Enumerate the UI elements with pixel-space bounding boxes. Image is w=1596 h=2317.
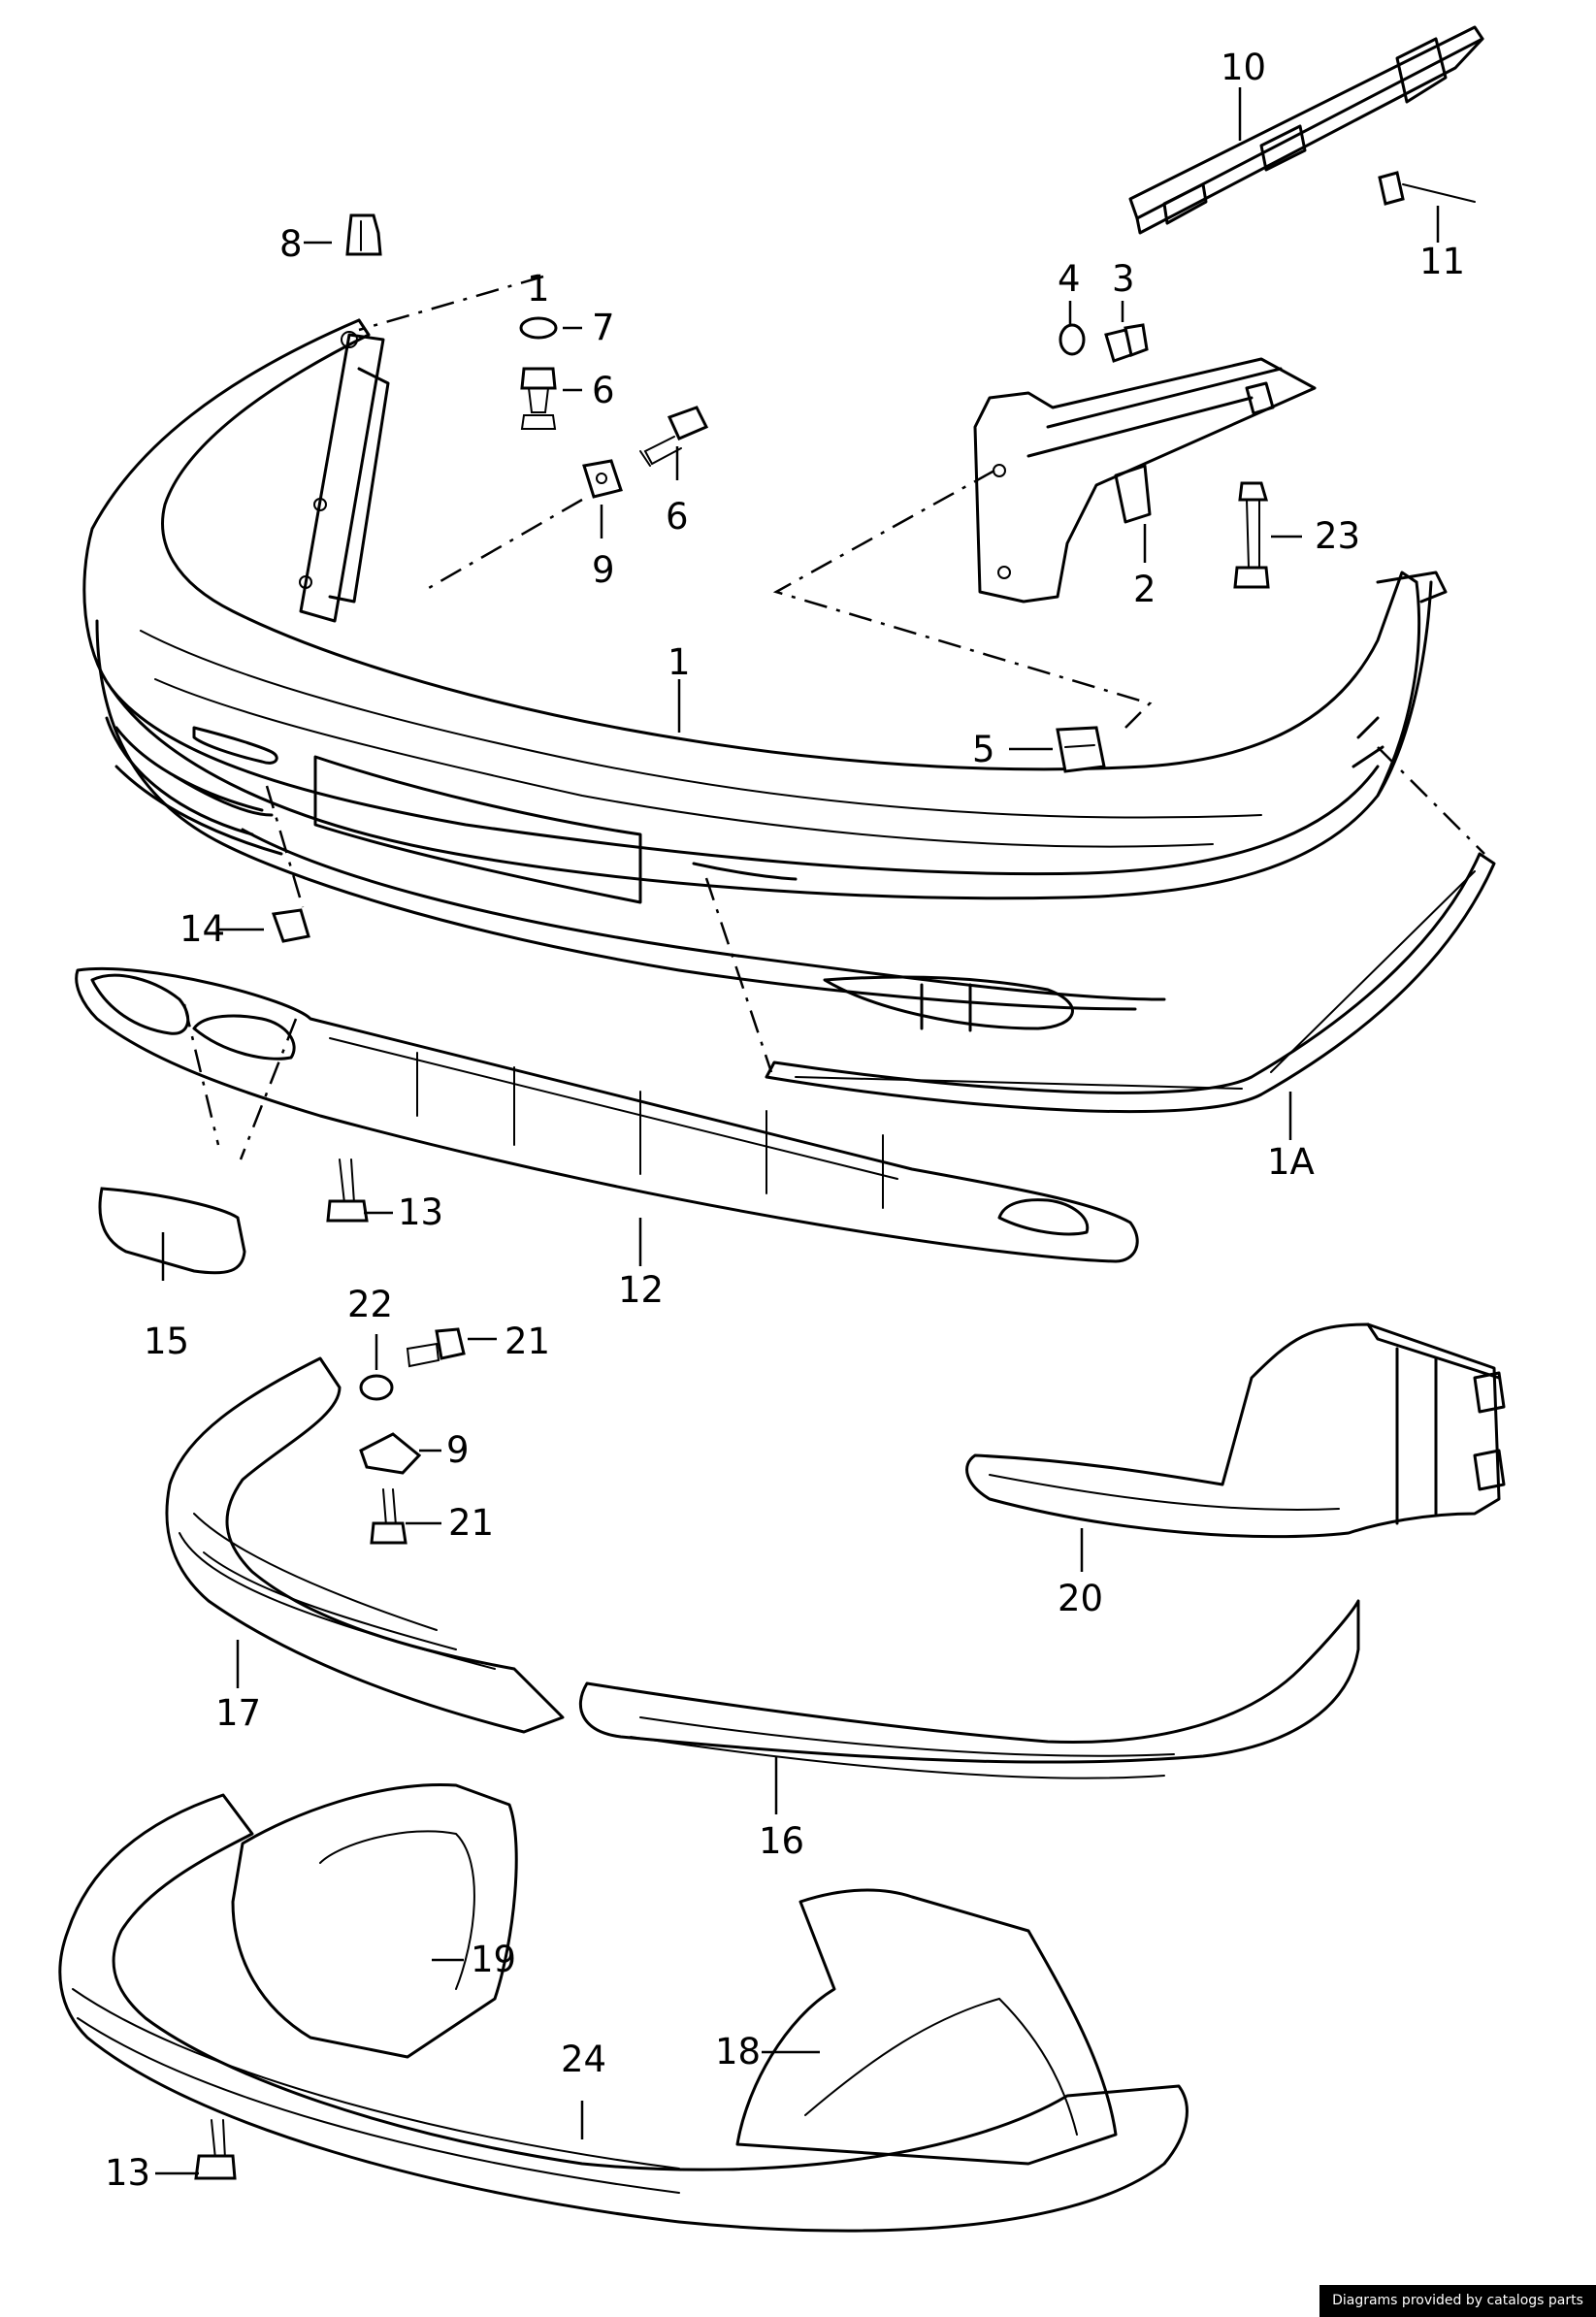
assembly-line [265,785,305,908]
lower-grille-12 [75,966,1139,1263]
screw-13a [326,1158,369,1223]
clip-nut-8 [345,213,382,256]
callout-21: 21 [505,1321,550,1362]
bolt-21a [406,1327,466,1368]
duct-panel-18 [804,1997,1078,2136]
callout-1: 1 [527,268,550,310]
callout-24: 24 [561,2039,606,2080]
bolt-23 [1233,481,1270,589]
assembly-line [239,1018,298,1160]
callout-22: 22 [347,1284,393,1325]
callout-19: 19 [471,1939,516,1980]
nut-9b [359,1432,422,1475]
clip-5 [1056,726,1106,773]
cover-cap-15 [98,1187,246,1275]
callout-1a: 1A [1267,1141,1315,1183]
callout-16: 16 [759,1820,804,1862]
screw-6b [639,406,709,467]
nut-9a [582,459,623,499]
callout-6: 6 [592,370,615,411]
callout-17: 17 [215,1692,261,1734]
callout-12: 12 [618,1269,664,1311]
screw-6a [520,367,557,430]
callout-8: 8 [279,223,303,265]
bolt-3 [1104,323,1149,363]
trim-strip-1a [765,852,1496,1114]
assembly-line [421,498,583,594]
duct-panel-18 [735,1888,1118,2166]
assembly-line [1377,746,1485,855]
assembly-line [704,877,773,1073]
callout-4: 4 [1058,258,1081,300]
callout-20: 20 [1058,1578,1103,1619]
credit-badge: Diagrams provided by catalogs parts [1319,2285,1596,2317]
callout-labels: 8 1 7 6 6 9 10 11 4 3 2 23 1 5 14 1A 13 … [105,47,1465,2194]
callout-13: 13 [398,1191,443,1233]
callout-13: 13 [105,2152,150,2194]
callout-6: 6 [666,496,689,538]
callout-3: 3 [1112,258,1135,300]
right-spoiler-16 [578,1599,1360,1779]
clip-14 [271,908,310,943]
washer-4 [1059,323,1086,356]
washer-7 [519,316,558,340]
leader-lines [155,87,1440,2175]
callout-11: 11 [1419,241,1465,282]
callout-10: 10 [1221,47,1266,88]
left-mount-bracket [299,331,390,623]
callout-15: 15 [144,1321,189,1362]
guide-rail-10 [1128,25,1484,235]
callout-7: 7 [592,307,615,348]
assembly-line [358,275,544,332]
bumper-cover [82,318,1448,1032]
callout-5: 5 [972,729,995,770]
callout-9: 9 [592,549,615,591]
duct-panel-19 [231,1783,518,2059]
screw-13b [194,2119,237,2180]
washer-22 [359,1374,394,1401]
callout-21: 21 [448,1502,494,1544]
callout-14: 14 [179,908,225,950]
air-duct-20 [965,1322,1506,1539]
callout-1: 1 [668,641,691,683]
callout-18: 18 [715,2031,761,2072]
assembly-line [772,469,1153,729]
left-spoiler-17 [165,1356,565,1734]
rivet-11 [1378,171,1476,206]
lower-lip-24 [58,1793,1189,2233]
callout-9: 9 [446,1429,470,1471]
callout-2: 2 [1133,569,1156,610]
callout-23: 23 [1315,515,1360,557]
duct-panel-19 [319,1830,475,1990]
screw-21b [370,1488,407,1545]
bracket-2 [973,357,1317,604]
